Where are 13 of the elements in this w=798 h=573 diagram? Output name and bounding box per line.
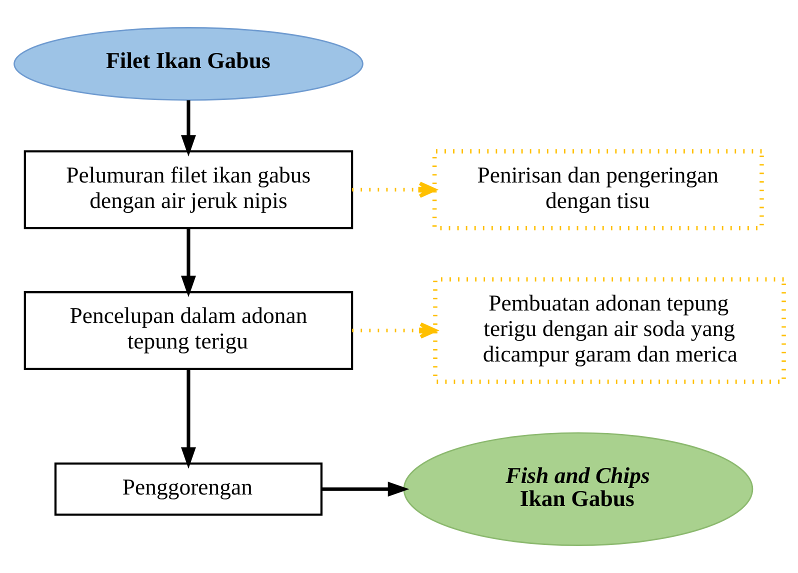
node-ellipse: Filet Ikan Gabus [14,27,364,101]
arrow [181,100,196,157]
node-box: Penirisan dan pengeringan dengan tisu [432,149,764,230]
arrow [322,482,410,497]
arrow [181,369,196,469]
arrow [181,228,196,298]
node-box: Pencelupan dalam adonan tepung terigu [24,291,354,370]
arrow [352,182,436,198]
node-ellipse: Fish and Chips Ikan Gabus [403,432,754,546]
arrow [352,322,437,339]
node-box: Penggorengan [54,462,323,516]
node-box: Pembuatan adonan tepung terigu dengan air soda yang dicampur garam dan merica [433,277,786,384]
node-box: Pelumuran filet ikan gabus dengan air jeruk nipis [24,150,354,230]
